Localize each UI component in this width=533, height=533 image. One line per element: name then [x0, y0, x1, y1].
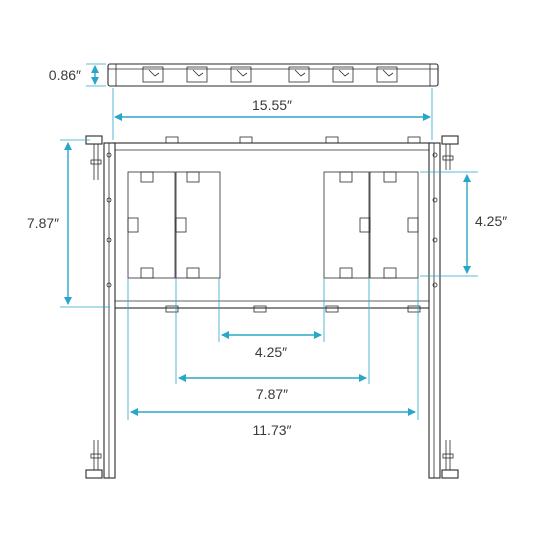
front-frame-view: [85, 135, 459, 479]
depth-dimension: 0.86″: [49, 63, 106, 87]
left-height-label: 7.87″: [27, 215, 59, 231]
right-height-label: 4.25″: [475, 213, 507, 229]
left-height-dimension: 7.87″: [27, 139, 110, 308]
overall-width-dimension: 15.55″: [112, 88, 433, 140]
middle-spacing-dimension: 7.87″: [175, 278, 370, 402]
top-profile-view: [107, 63, 439, 87]
depth-label: 0.86″: [49, 67, 81, 83]
overall-width-label: 15.55″: [252, 97, 292, 113]
outer-spacing-label: 11.73″: [253, 422, 292, 438]
screw-icon: [90, 144, 454, 470]
outer-spacing-dimension: 11.73″: [127, 278, 419, 438]
inner-spacing-label: 4.25″: [255, 344, 287, 360]
inner-spacing-dimension: 4.25″: [218, 278, 325, 360]
right-height-dimension: 4.25″: [420, 171, 507, 277]
middle-spacing-label: 7.87″: [256, 386, 288, 402]
